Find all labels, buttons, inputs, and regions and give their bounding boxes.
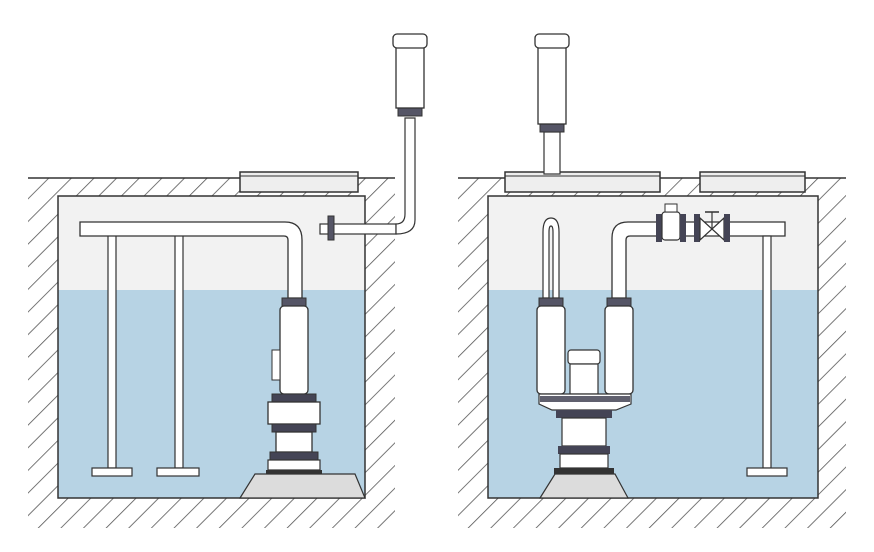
right-check-valve [656, 203, 686, 242]
left-cover-slab [239, 171, 359, 193]
left-sump-pit [28, 33, 428, 528]
left-surface-motor [392, 33, 428, 117]
left-pump-base [238, 473, 366, 499]
right-level-rod [746, 235, 788, 477]
left-pit-air [58, 196, 365, 290]
right-cover-slab-1 [504, 171, 661, 193]
right-sump-pit [458, 33, 846, 528]
right-pit-outline [487, 195, 819, 499]
left-submersible-pump [266, 297, 322, 474]
right-pump-base [538, 473, 630, 499]
left-riser-pipe [395, 117, 416, 235]
left-pit-outline [57, 195, 366, 499]
right-discharge-pipe [611, 221, 786, 299]
right-submersible-pump-assembly [536, 297, 634, 474]
right-surface-motor [534, 33, 570, 175]
right-cover-slab-2 [699, 171, 806, 193]
right-gate-valve [694, 211, 730, 242]
